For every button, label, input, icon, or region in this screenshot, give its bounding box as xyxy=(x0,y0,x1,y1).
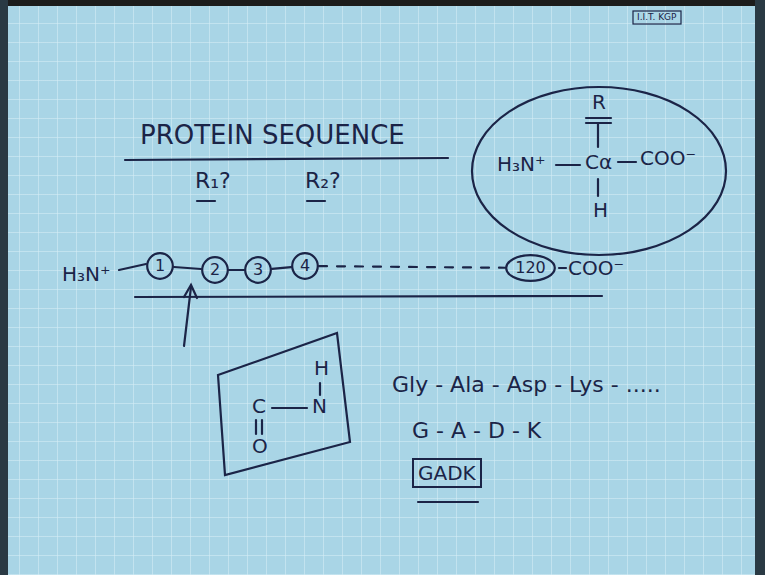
underline xyxy=(125,158,448,160)
frame-edge xyxy=(0,0,8,575)
frame-edge xyxy=(755,0,765,575)
peptide-bond xyxy=(272,267,291,269)
logo-box: I.I.T. KGP xyxy=(632,10,682,25)
bond xyxy=(559,267,566,269)
logo-box-outline xyxy=(633,11,681,24)
terminal-group: H₃N⁺ xyxy=(62,262,111,286)
node-text: H xyxy=(593,198,608,222)
bond xyxy=(255,420,257,434)
bond xyxy=(272,407,307,409)
node-text: 3 xyxy=(253,260,263,279)
node-text: O xyxy=(252,434,268,458)
peptide-plane: CO NH xyxy=(215,330,355,478)
bond xyxy=(586,117,611,119)
node-text: I.I.T. KGP xyxy=(637,12,677,23)
node-text: 120 xyxy=(515,258,546,277)
node-text: N xyxy=(312,394,327,418)
underline xyxy=(197,200,215,202)
node-text: COO⁻ xyxy=(640,146,696,170)
sequence-box: GADK xyxy=(412,458,482,488)
residue-circle-outline xyxy=(245,257,271,283)
bond xyxy=(597,179,599,196)
underline xyxy=(307,200,325,202)
node-text: 4 xyxy=(300,256,310,275)
peptide-bond xyxy=(229,269,244,271)
amino-acid-circle: R H₃N⁺ Cα COO⁻ H xyxy=(470,85,728,257)
bond xyxy=(597,123,599,147)
peptide-bond xyxy=(174,267,201,269)
node-text: 2 xyxy=(210,260,220,279)
node-text: H₃N⁺ xyxy=(497,152,546,176)
sequence-box-outline xyxy=(413,459,481,487)
pointer-arrow xyxy=(184,285,197,298)
node-text: 1 xyxy=(155,256,165,275)
residue-circle: 1 xyxy=(146,252,174,280)
terminal-group: COO⁻ xyxy=(568,256,624,280)
bond xyxy=(618,161,636,163)
residue-circle: 4 xyxy=(291,252,319,280)
bond xyxy=(556,164,580,166)
peptide-plane-outline xyxy=(215,330,355,478)
node-text: H xyxy=(314,356,329,380)
node-text: R xyxy=(592,90,606,114)
residue-circle: 2 xyxy=(201,256,229,284)
residue-circle: 120 xyxy=(505,254,556,282)
node-text: Cα xyxy=(585,150,612,174)
frame-edge xyxy=(0,0,765,6)
node-text: C xyxy=(252,394,266,418)
bond xyxy=(319,383,321,395)
residue-circle-outline xyxy=(506,255,555,281)
bond xyxy=(261,420,263,434)
residue-circle: 3 xyxy=(244,256,272,284)
underline xyxy=(418,501,478,503)
amino-acid-circle-outline xyxy=(472,87,726,255)
residue-question: R₂? xyxy=(305,168,341,194)
title: PROTEIN SEQUENCE xyxy=(140,120,405,151)
peptide-plane-outline xyxy=(218,333,350,475)
sequence-text: G - A - D - K xyxy=(412,418,541,444)
dashed-chain-link xyxy=(319,266,505,268)
sequence-text: Gly - Ala - Asp - Lys - ..... xyxy=(392,372,661,398)
residue-circle-outline xyxy=(147,253,173,279)
residue-circle-outline xyxy=(292,253,318,279)
residue-question: R₁? xyxy=(195,168,231,194)
bond xyxy=(119,264,146,270)
residue-circle-outline xyxy=(202,257,228,283)
node-text: GADK xyxy=(418,461,476,485)
underline xyxy=(135,296,602,297)
